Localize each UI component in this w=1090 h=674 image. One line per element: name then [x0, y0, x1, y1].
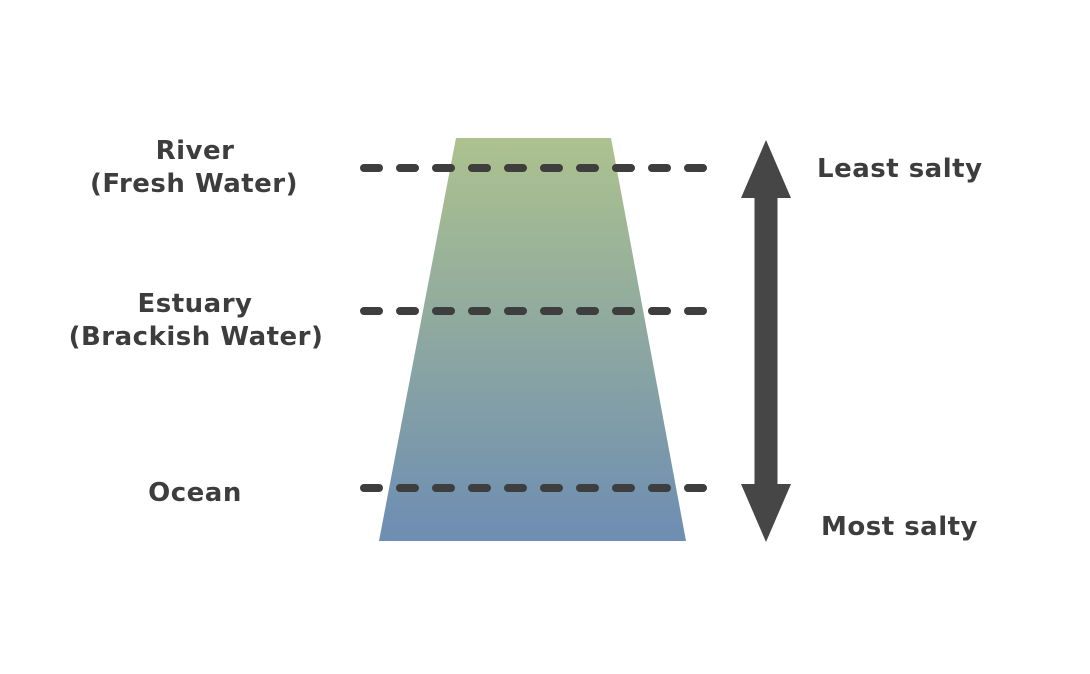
- salinity-scale-arrow: [741, 140, 791, 542]
- salinity-trapezoid: [379, 138, 686, 541]
- ocean-label: Ocean: [148, 478, 242, 508]
- estuary-label: Estuary: [138, 289, 253, 319]
- estuary-qualifier-label: (Brackish Water): [69, 322, 324, 352]
- river-qualifier-label: (Fresh Water): [90, 169, 298, 199]
- most-salty-label: Most salty: [821, 512, 978, 542]
- least-salty-label: Least salty: [817, 154, 983, 184]
- river-label: River: [156, 136, 235, 166]
